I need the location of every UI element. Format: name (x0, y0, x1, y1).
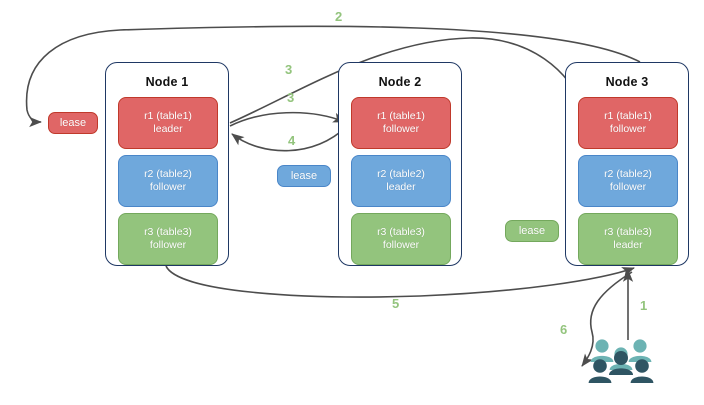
step-label-2: 2 (335, 9, 343, 24)
replica-name: r2 (table2) (144, 168, 192, 180)
edge-3b-node1-to-node2 (229, 111, 346, 127)
replica-node1-r3: r3 (table3) follower (118, 213, 218, 265)
replica-role: follower (382, 123, 420, 135)
step-label-4: 4 (288, 133, 296, 148)
replica-name: r3 (table3) (377, 226, 425, 238)
lease-badge-green: lease (505, 220, 559, 242)
node-container-2: Node 2 r1 (table1) follower r2 (table2) … (338, 62, 462, 266)
step-label-3a: 3 (285, 62, 293, 77)
replica-node3-r1: r1 (table1) follower (578, 97, 678, 149)
replica-name: r3 (table3) (604, 226, 652, 238)
replica-node2-r2: r2 (table2) leader (351, 155, 451, 207)
replica-role: follower (149, 239, 187, 251)
lease-badge-blue: lease (277, 165, 331, 187)
edge-5-node1-to-node3 (165, 265, 635, 298)
replica-name: r1 (table1) (604, 110, 652, 122)
step-label-6: 6 (560, 322, 568, 337)
replica-role: leader (613, 239, 643, 251)
replica-name: r2 (table2) (377, 168, 425, 180)
replica-node3-r2: r2 (table2) follower (578, 155, 678, 207)
replica-role: follower (382, 239, 420, 251)
step-label-1: 1 (640, 298, 648, 313)
step-label-5: 5 (392, 296, 400, 311)
replica-role: follower (609, 123, 647, 135)
replica-node2-r1: r1 (table1) follower (351, 97, 451, 149)
replica-node1-r1: r1 (table1) leader (118, 97, 218, 149)
replica-node1-r2: r2 (table2) follower (118, 155, 218, 207)
people-icon (588, 339, 654, 383)
replica-name: r1 (table1) (144, 110, 192, 122)
node-container-3: Node 3 r1 (table1) follower r2 (table2) … (565, 62, 689, 266)
node-title-3: Node 3 (605, 75, 649, 89)
replica-role: follower (609, 181, 647, 193)
replica-role: leader (153, 123, 183, 135)
node-title-2: Node 2 (378, 75, 422, 89)
replica-name: r1 (table1) (377, 110, 425, 122)
replica-role: follower (149, 181, 187, 193)
replica-node3-r3: r3 (table3) leader (578, 213, 678, 265)
node-title-1: Node 1 (145, 75, 189, 89)
replica-role: leader (386, 181, 416, 193)
node-container-1: Node 1 r1 (table1) leader r2 (table2) fo… (105, 62, 229, 266)
lease-badge-red: lease (48, 112, 98, 134)
step-label-3b: 3 (287, 90, 295, 105)
replica-node2-r3: r3 (table3) follower (351, 213, 451, 265)
replica-name: r3 (table3) (144, 226, 192, 238)
replica-name: r2 (table2) (604, 168, 652, 180)
